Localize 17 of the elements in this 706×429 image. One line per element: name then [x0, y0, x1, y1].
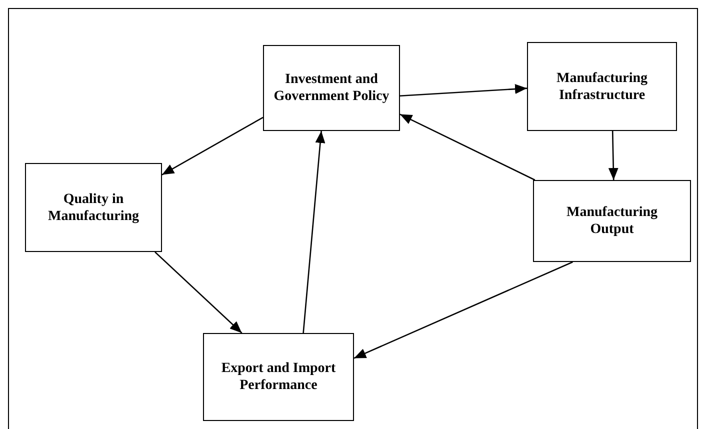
box-label: Manufacturing Infrastructure — [556, 70, 648, 104]
box-label: Manufacturing Output — [566, 204, 658, 238]
arrow — [154, 252, 242, 334]
box-label: Export and Import Performance — [220, 360, 337, 394]
arrow — [400, 84, 528, 97]
process-box — [533, 180, 691, 262]
box-label: Quality in Manufacturing — [47, 190, 140, 224]
process-box — [25, 163, 162, 252]
arrow — [608, 130, 618, 180]
process-box — [263, 45, 400, 131]
box-label: Investment and Government Policy — [272, 71, 390, 105]
arrow — [302, 130, 326, 334]
process-box — [527, 42, 677, 131]
arrow — [354, 261, 573, 359]
process-box — [203, 333, 354, 421]
arrow — [400, 114, 536, 181]
arrow — [162, 116, 264, 176]
